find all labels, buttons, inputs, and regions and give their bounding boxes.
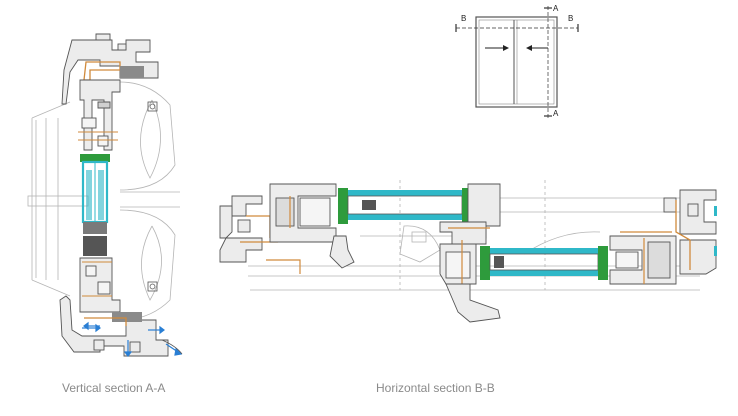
marker-a-bottom: A xyxy=(553,109,559,118)
glazing-unit-lower xyxy=(83,222,107,256)
marker-a-top: A xyxy=(553,4,559,13)
left-jamb-profile xyxy=(219,195,263,263)
caption-horizontal-section: Horizontal section B-B xyxy=(376,381,495,395)
interlock-profile xyxy=(439,183,501,285)
key-plan: B A B A xyxy=(455,4,579,118)
handle-left xyxy=(329,235,355,269)
top-insulation xyxy=(120,66,144,78)
key-plan-frame xyxy=(475,16,558,108)
right-sash-profile xyxy=(609,235,677,285)
lower-sash xyxy=(79,257,121,313)
key-plan-inner-frame xyxy=(478,19,555,105)
top-frame-profile xyxy=(61,33,159,105)
handle-right xyxy=(445,283,501,323)
sliding-arrow-left-icon xyxy=(526,45,548,51)
marker-b-right: B xyxy=(568,14,573,23)
ghost-outline xyxy=(27,81,180,321)
sliding-arrow-right-icon xyxy=(485,45,509,51)
vertical-section-a-a xyxy=(27,33,183,357)
hardware-icon xyxy=(147,101,158,112)
glazing-unit-upper xyxy=(80,154,110,224)
right-jamb-profile xyxy=(663,189,717,275)
caption-vertical-section: Vertical section A-A xyxy=(62,381,166,395)
drainage-arrows xyxy=(82,321,183,357)
left-glazing-unit xyxy=(338,188,472,224)
bottom-frame-profile xyxy=(59,295,169,357)
bottom-insulation xyxy=(112,312,142,322)
left-sash-profile xyxy=(269,183,337,243)
hardware-icon-lower xyxy=(147,281,158,292)
horizontal-section-b-b xyxy=(219,180,717,323)
right-glazing-unit xyxy=(480,246,608,280)
marker-b-left: B xyxy=(461,14,466,23)
